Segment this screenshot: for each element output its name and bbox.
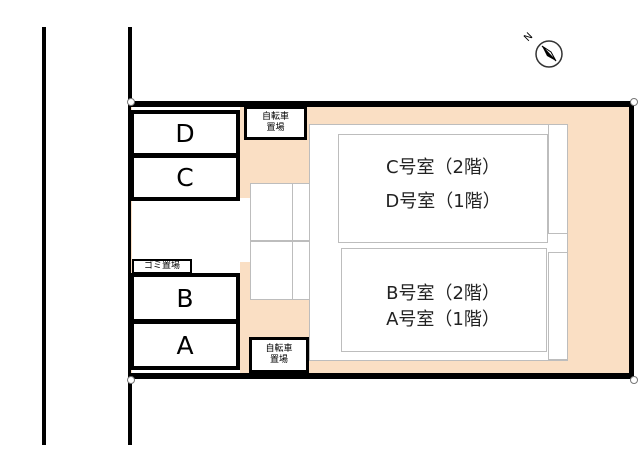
road-line-outer xyxy=(42,27,46,445)
bicycle-top-line1: 自転車 xyxy=(261,112,289,122)
parking-space-c: C xyxy=(130,154,240,201)
corner-marker-bottom-right xyxy=(630,376,638,384)
building-south-label: B号室（2階） A号室（1階） xyxy=(348,281,538,333)
bicycle-bottom-line1: 自転車 xyxy=(265,344,293,354)
building-north-inner xyxy=(338,134,548,243)
room-d-label: D号室（1階） xyxy=(385,191,501,212)
corner-marker-top-left xyxy=(127,98,135,106)
parking-c-label: C xyxy=(176,163,194,192)
compass-icon: N xyxy=(522,31,570,74)
bicycle-parking-top: 自転車 置場 xyxy=(244,106,307,140)
building-balcony-north xyxy=(548,124,568,234)
parking-a-label: A xyxy=(176,330,194,360)
parking-space-b: B xyxy=(130,273,240,323)
walkway-box-upper xyxy=(250,183,293,241)
parking-space-a: A xyxy=(130,320,240,370)
road-line-inner xyxy=(128,27,132,445)
parking-b-label: B xyxy=(176,283,194,313)
room-b-label: B号室（2階） xyxy=(386,283,500,304)
corner-marker-top-right xyxy=(630,98,638,106)
bicycle-top-line2: 置場 xyxy=(266,123,285,133)
room-a-label: A号室（1階） xyxy=(386,309,500,330)
building-south-inner xyxy=(341,248,547,352)
corner-marker-bottom-left xyxy=(127,376,135,384)
building-north-label: C号室（2階） D号室（1階） xyxy=(348,155,538,215)
building-balcony-south xyxy=(548,252,568,360)
bicycle-parking-bottom: 自転車 置場 xyxy=(249,337,309,373)
garbage-label: ゴミ置場 xyxy=(143,261,180,271)
bicycle-bottom-line2: 置場 xyxy=(269,355,288,365)
parking-d-label: D xyxy=(175,119,195,148)
parking-space-d: D xyxy=(130,110,240,157)
garbage-area: ゴミ置場 xyxy=(132,259,192,274)
room-c-label: C号室（2階） xyxy=(385,157,501,178)
walkway-box-lower xyxy=(250,241,293,300)
